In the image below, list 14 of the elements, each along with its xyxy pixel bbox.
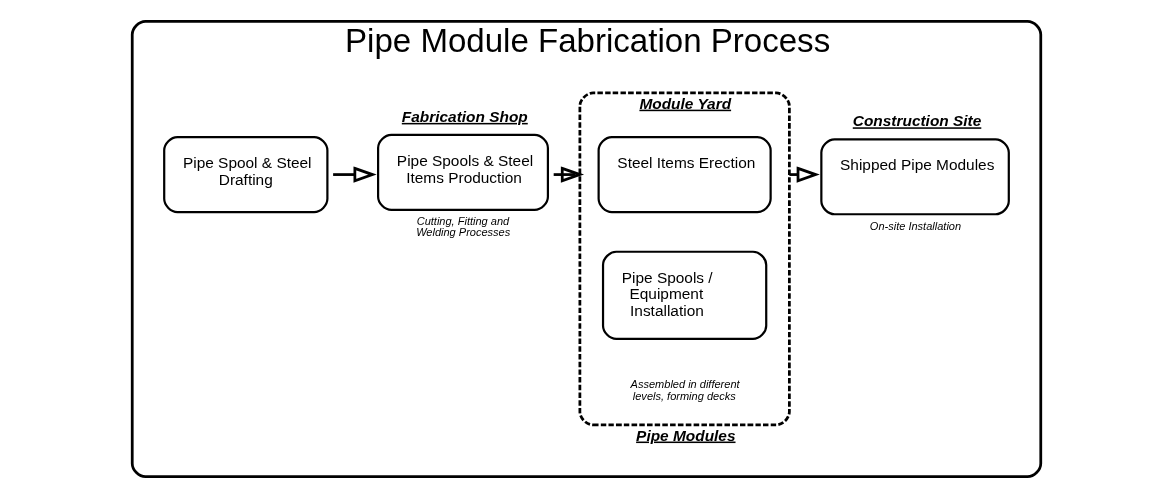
node-box: Steel Items Erection xyxy=(597,136,772,214)
arrow xyxy=(789,166,820,183)
node-label: Pipe Modules xyxy=(636,426,736,444)
node-label: Construction Site xyxy=(852,112,982,130)
node-box: Pipe Spools / Equipment Installation xyxy=(601,250,768,340)
arrow xyxy=(333,166,377,183)
arrow xyxy=(553,166,585,183)
node-label: Fabrication Shop xyxy=(401,107,528,125)
node-label: On-site Installation xyxy=(869,219,962,232)
node-box: Pipe Spools & Steel Items Production xyxy=(377,133,549,211)
node-label: Cutting, Fitting and Welding Processes xyxy=(416,215,511,239)
node-box: Pipe Spool & Steel Drafting xyxy=(163,136,329,214)
node-box: Shipped Pipe Modules xyxy=(820,138,1010,216)
node-label: Assembled in different levels, forming decks xyxy=(630,378,740,402)
